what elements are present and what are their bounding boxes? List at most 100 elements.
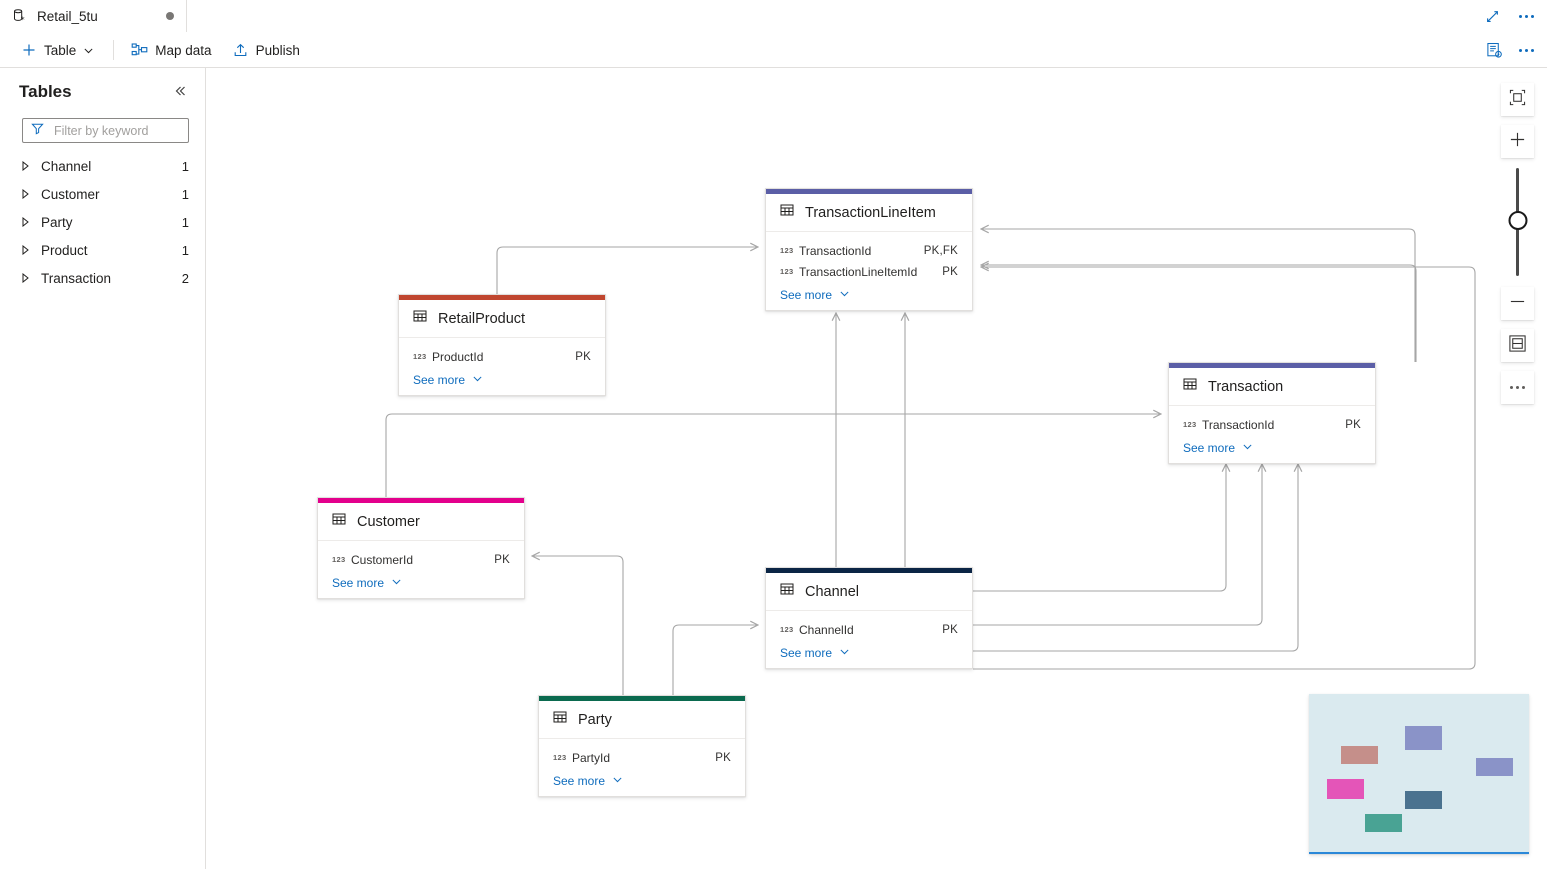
see-more-button[interactable]: See more	[766, 282, 972, 304]
filter-input[interactable]	[52, 122, 176, 139]
publish-button[interactable]: Publish	[223, 36, 309, 64]
zoom-slider[interactable]	[1501, 167, 1534, 277]
zoom-in-button[interactable]	[1501, 125, 1534, 158]
column-name: TransactionLineItemId	[799, 264, 918, 279]
zoom-slider-thumb[interactable]	[1508, 211, 1527, 230]
column-key-badge: PK	[942, 265, 958, 278]
column-row[interactable]: 123 ChannelId PK	[766, 619, 972, 640]
see-more-button[interactable]: See more	[766, 640, 972, 662]
node-accent-bar	[318, 498, 524, 503]
see-more-button[interactable]: See more	[1169, 435, 1375, 457]
chevron-right-icon[interactable]	[17, 273, 33, 283]
chevron-right-icon[interactable]	[17, 161, 33, 171]
column-name: TransactionId	[799, 243, 872, 258]
see-more-button[interactable]: See more	[539, 768, 745, 790]
column-row[interactable]: 123 TransactionId PK,FK	[766, 240, 972, 261]
fit-to-screen-icon	[1509, 89, 1526, 111]
plus-icon	[21, 42, 37, 58]
see-more-button[interactable]: See more	[399, 367, 605, 389]
chevron-right-icon[interactable]	[17, 245, 33, 255]
sidebar-title: Tables	[19, 82, 72, 101]
entity-node-transactionlineitem[interactable]: TransactionLineItem 123 TransactionId PK…	[765, 188, 973, 311]
column-name: ProductId	[432, 349, 484, 364]
entity-node-party[interactable]: Party 123 PartyId PK See more	[538, 695, 746, 797]
sidebar-item-channel[interactable]: Channel 1	[0, 152, 205, 180]
sidebar-item-label: Transaction	[41, 270, 112, 286]
tab-strip: * Retail_5tu	[0, 0, 1547, 34]
node-header: TransactionLineItem	[766, 194, 972, 232]
tab-retail-5tu[interactable]: * Retail_5tu	[0, 0, 187, 32]
column-row[interactable]: 123 TransactionId PK	[1169, 414, 1375, 435]
see-more-label: See more	[780, 646, 833, 660]
sidebar-item-transaction[interactable]: Transaction 2	[0, 264, 205, 292]
auto-layout-button[interactable]	[1501, 329, 1534, 362]
entity-node-channel[interactable]: Channel 123 ChannelId PK See more	[765, 567, 973, 669]
fit-to-screen-button[interactable]	[1501, 83, 1534, 116]
svg-text:*: *	[21, 16, 25, 25]
chevron-double-left-icon[interactable]	[169, 82, 191, 102]
node-columns: 123 PartyId PK See more	[539, 739, 745, 796]
column-name: ChannelId	[799, 622, 854, 637]
chevron-down-icon	[839, 288, 850, 302]
canvas-zoom-rail	[1501, 83, 1534, 413]
sidebar-item-count: 1	[181, 242, 189, 258]
node-accent-bar	[1169, 363, 1375, 368]
filter-icon	[31, 122, 44, 140]
grid-table-icon	[413, 309, 427, 328]
see-more-label: See more	[553, 774, 606, 788]
chevron-down-icon	[839, 646, 850, 660]
sidebar-item-count: 2	[181, 270, 189, 286]
auto-layout-icon	[1508, 334, 1527, 358]
number-type-icon: 123	[1183, 420, 1197, 429]
chevron-down-icon	[612, 774, 623, 788]
node-title: Transaction	[1208, 378, 1284, 395]
chevron-down-icon	[83, 45, 94, 56]
more-horizontal-icon[interactable]	[1511, 2, 1541, 30]
add-table-button[interactable]: Table	[12, 36, 103, 64]
sidebar-item-customer[interactable]: Customer 1	[0, 180, 205, 208]
chevron-right-icon[interactable]	[17, 189, 33, 199]
canvas-more-button[interactable]	[1501, 371, 1534, 404]
column-row[interactable]: 123 ProductId PK	[399, 346, 605, 367]
node-accent-bar	[399, 295, 605, 300]
entity-node-customer[interactable]: Customer 123 CustomerId PK See more	[317, 497, 525, 599]
publish-label: Publish	[255, 42, 300, 58]
column-key-badge: PK	[715, 751, 731, 764]
see-more-button[interactable]: See more	[318, 570, 524, 592]
entity-node-retailproduct[interactable]: RetailProduct 123 ProductId PK See more	[398, 294, 606, 396]
column-row[interactable]: 123 PartyId PK	[539, 747, 745, 768]
diagram-minimap[interactable]	[1309, 694, 1529, 854]
minimap-node-rect	[1327, 779, 1364, 799]
see-more-label: See more	[1183, 441, 1236, 455]
column-row[interactable]: 123 CustomerId PK	[318, 549, 524, 570]
expand-diagonal-icon[interactable]	[1477, 2, 1507, 30]
node-columns: 123 ChannelId PK See more	[766, 611, 972, 668]
properties-panel-icon[interactable]	[1479, 37, 1509, 65]
filter-by-keyword-box[interactable]	[22, 118, 189, 143]
column-name: CustomerId	[351, 552, 414, 567]
chevron-down-icon	[391, 576, 402, 590]
chevron-right-icon[interactable]	[17, 217, 33, 227]
sidebar-item-product[interactable]: Product 1	[0, 236, 205, 264]
command-bar-right	[1479, 35, 1541, 66]
node-accent-bar	[766, 189, 972, 194]
tables-sidebar: Tables Channel 1 Customer 1	[0, 68, 206, 869]
more-horizontal-icon	[1510, 386, 1525, 389]
node-header: RetailProduct	[399, 300, 605, 338]
column-name: PartyId	[572, 750, 611, 765]
node-title: RetailProduct	[438, 310, 526, 327]
entity-node-transaction[interactable]: Transaction 123 TransactionId PK See mor…	[1168, 362, 1376, 464]
sidebar-item-label: Party	[41, 214, 73, 230]
window-actions	[1477, 0, 1541, 32]
grid-table-icon	[780, 203, 794, 222]
sidebar-item-party[interactable]: Party 1	[0, 208, 205, 236]
zoom-out-button[interactable]	[1501, 287, 1534, 320]
chevron-down-icon	[472, 373, 483, 387]
map-data-button[interactable]: Map data	[122, 36, 220, 64]
column-row[interactable]: 123 TransactionLineItemId PK	[766, 261, 972, 282]
node-columns: 123 ProductId PK See more	[399, 338, 605, 395]
minimap-node-rect	[1405, 791, 1442, 809]
node-title: Channel	[805, 583, 860, 600]
more-horizontal-icon[interactable]	[1511, 37, 1541, 65]
sidebar-item-label: Product	[41, 242, 88, 258]
